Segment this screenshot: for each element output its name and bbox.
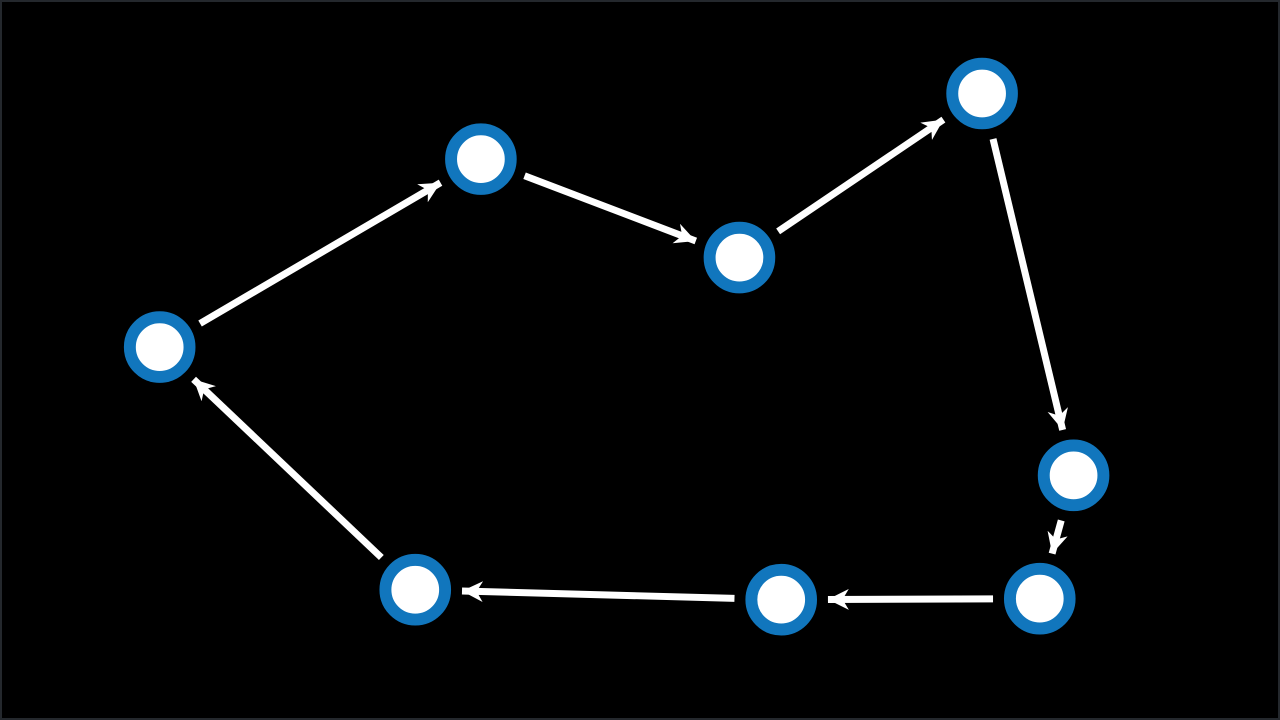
graph-node-left — [123, 311, 196, 383]
graph-edge-node-bottom-right-to-node-bottom-middle — [827, 588, 994, 610]
graph-edge-node-right-to-node-bottom-right — [1047, 519, 1068, 555]
graph-edge-node-middle-to-node-top-right — [776, 116, 946, 235]
graph-edge-node-bottom-left-to-node-left — [191, 376, 384, 561]
graph-node-top-right — [946, 57, 1018, 130]
graph-edge-node-top-right-to-node-right — [989, 138, 1068, 431]
graph-edge-node-bottom-middle-to-node-bottom-left — [461, 581, 735, 603]
graph-node-bottom-left — [379, 553, 452, 626]
graph-node-bottom-middle — [745, 563, 818, 636]
graph-node-bottom-right — [1003, 562, 1076, 635]
graph-edge-node-upper-left-to-node-middle — [523, 172, 698, 245]
graph-edge-node-left-to-node-upper-left — [198, 179, 443, 327]
graph-node-middle — [703, 221, 776, 294]
graph-node-right — [1037, 439, 1110, 512]
graph-node-upper-left — [445, 123, 517, 195]
